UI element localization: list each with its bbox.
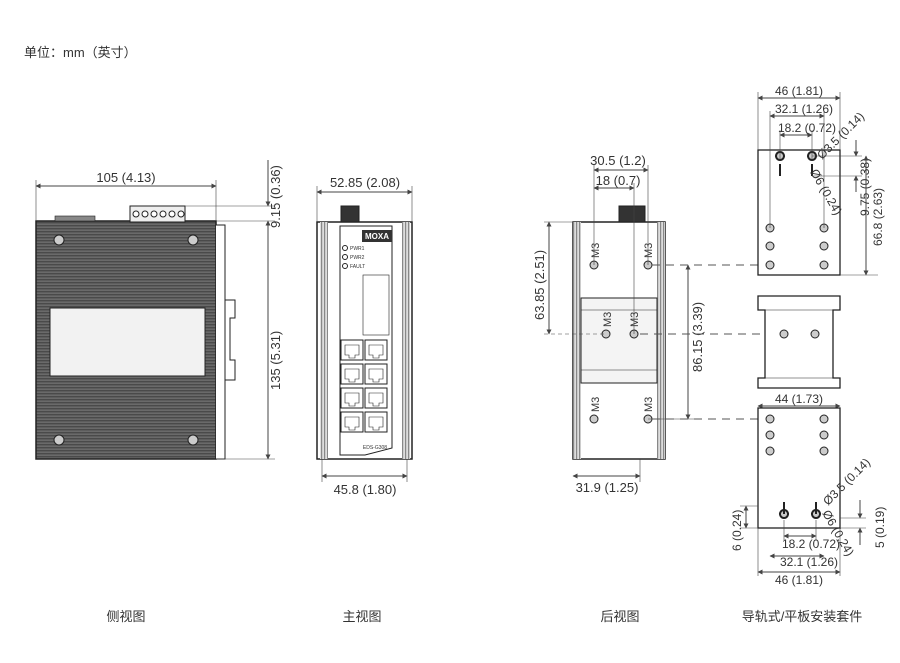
rear-bottom-label: 31.9 (1.25) [576, 480, 639, 495]
rear-offset-label: 18 (0.7) [596, 173, 641, 188]
top-terminal [340, 205, 360, 223]
screw-label: M3 [590, 243, 602, 258]
din-rail-width-label: 44 (1.73) [775, 392, 823, 406]
screw-label: M3 [602, 312, 614, 327]
din-bottom-plate [757, 407, 841, 529]
screw-icon [53, 434, 65, 446]
front-view: MOXA PWR1 PWR2 FAULT EDS-G308 52.85 (2.0… [316, 175, 413, 497]
din-kit: 46 (1.81) 32.1 (1.26) 18.2 (0.72) Ø3.5 (… [730, 84, 887, 587]
din-top-height-label: 66.8 (2.63) [871, 188, 885, 246]
caption-side-view: 侧视图 [106, 609, 146, 624]
screw-icon [187, 434, 199, 446]
side-width-label: 105 (4.13) [96, 170, 155, 185]
screw-label: M3 [643, 243, 655, 258]
din-bottom-width-label: 46 (1.81) [775, 573, 823, 587]
side-terminal-label: 9.15 (0.36) [268, 165, 283, 228]
front-top-width-label: 52.85 (2.08) [330, 175, 400, 190]
screw-label: M3 [643, 397, 655, 412]
din-top-width-label: 46 (1.81) [775, 84, 823, 98]
caption-front-view: 主视图 [342, 609, 382, 624]
side-label-panel [49, 307, 206, 377]
screw-icon [53, 234, 65, 246]
screw-label: M3 [590, 397, 602, 412]
rear-upper-label: 63.85 (2.51) [532, 250, 547, 320]
side-height-label: 135 (5.31) [268, 331, 283, 390]
model-label: EDS-G308 [363, 445, 387, 451]
dimension-drawing: 105 (4.13) 9.15 (0.36) 135 (5.31) MOXA P… [35, 84, 887, 587]
screw-label: M3 [629, 312, 641, 327]
din-top-inner-label: 18.2 (0.72) [778, 121, 836, 135]
led-label: PWR2 [350, 255, 365, 261]
din-bottom-right-height-label: 5 (0.19) [873, 507, 887, 548]
brand-logo: MOXA [365, 232, 389, 241]
rear-view: M3 M3 M3 M3 M3 M3 30.5 (1.2) 18 (0.7) 63… [532, 153, 778, 495]
led-label: PWR1 [350, 246, 365, 252]
rear-span-label: 86.15 (3.39) [690, 302, 705, 372]
caption-rear-view: 后视图 [600, 609, 640, 624]
front-bottom-width-label: 45.8 (1.80) [334, 482, 397, 497]
din-top-spacing-label: 32.1 (1.26) [775, 102, 833, 116]
screw-icon [187, 234, 199, 246]
unit-label: 单位：mm（英寸） [24, 45, 137, 60]
side-view: 105 (4.13) 9.15 (0.36) 135 (5.31) [35, 160, 283, 460]
din-top-slot-depth-label: 9.75 (0.38) [858, 158, 872, 216]
screw-hole-icon [589, 414, 599, 424]
din-top-plate [757, 149, 841, 276]
din-bottom-spacing-label: 32.1 (1.26) [780, 555, 838, 569]
rear-spacing-label: 30.5 (1.2) [590, 153, 646, 168]
caption-din-kit: 导轨式/平板安装套件 [741, 609, 863, 624]
din-bottom-left-height-label: 6 (0.24) [730, 510, 744, 551]
led-label: FAULT [350, 264, 365, 270]
din-bottom-inner-label: 18.2 (0.72) [782, 537, 840, 551]
